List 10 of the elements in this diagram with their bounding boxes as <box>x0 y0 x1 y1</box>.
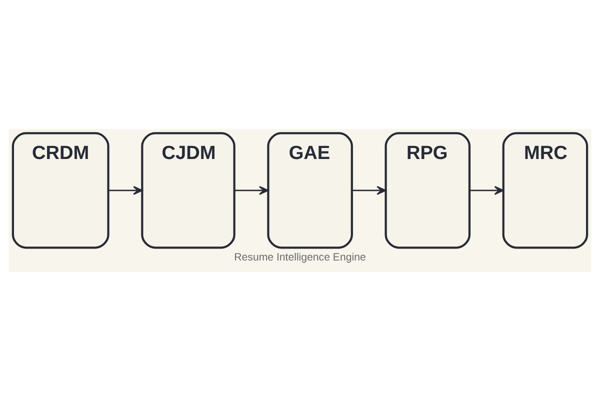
arrow <box>234 186 269 194</box>
node-box: RPG <box>384 132 471 248</box>
caption: Resume Intelligence Engine <box>234 250 366 263</box>
node-box: CJDM <box>141 132 236 248</box>
arrow <box>352 186 386 194</box>
node-box: MRC <box>502 132 588 248</box>
node-box: GAE <box>267 132 353 248</box>
node-box: CRDM <box>12 132 110 248</box>
arrow <box>108 186 143 194</box>
arrow <box>470 186 504 194</box>
